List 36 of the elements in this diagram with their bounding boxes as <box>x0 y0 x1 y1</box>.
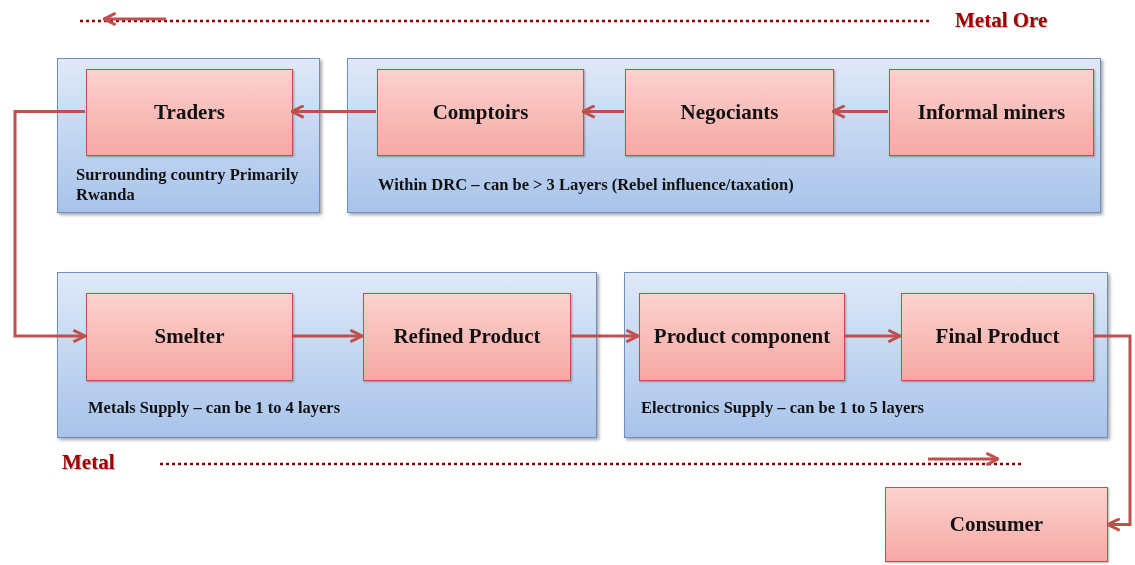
box-label: Traders <box>153 100 226 125</box>
box-label: Comptoirs <box>431 100 530 125</box>
flow-label: Metal <box>62 450 115 475</box>
group-panel <box>347 58 1101 213</box>
arrow <box>831 104 888 119</box>
arrow <box>13 110 87 344</box>
box-label: Refined Product <box>392 325 542 349</box>
process-box <box>639 293 845 381</box>
group-caption: Within DRC – can be > 3 Layers (Rebel influence/taxation) <box>378 175 795 196</box>
box-label: Informal miners <box>916 100 1067 125</box>
arrow <box>844 328 902 344</box>
arrow <box>1093 334 1132 532</box>
arrow <box>581 104 624 119</box>
arrow <box>290 104 376 119</box>
group-panel <box>57 58 320 213</box>
box-label: Final Product <box>934 325 1061 349</box>
group-caption: Metals Supply – can be 1 to 4 layers <box>88 398 342 419</box>
process-box <box>889 69 1094 156</box>
process-box <box>885 487 1108 562</box>
process-box <box>625 69 834 156</box>
box-label: Consumer <box>948 512 1045 537</box>
process-box <box>86 69 293 156</box>
group-caption: Surrounding country Primarily Rwanda <box>76 164 300 206</box>
group-caption: Electronics Supply – can be 1 to 5 layers <box>641 398 925 419</box>
box-label: Product component <box>652 325 832 349</box>
arrow <box>570 328 640 344</box>
process-box <box>377 69 584 156</box>
box-label: Smelter <box>153 325 226 349</box>
process-box <box>901 293 1094 381</box>
arrow <box>292 328 364 344</box>
group-panel <box>624 272 1108 438</box>
flow-label: Metal Ore <box>955 8 1048 33</box>
box-label: Negociants <box>679 100 780 125</box>
process-box <box>363 293 571 381</box>
process-box <box>86 293 293 381</box>
group-panel <box>57 272 597 438</box>
